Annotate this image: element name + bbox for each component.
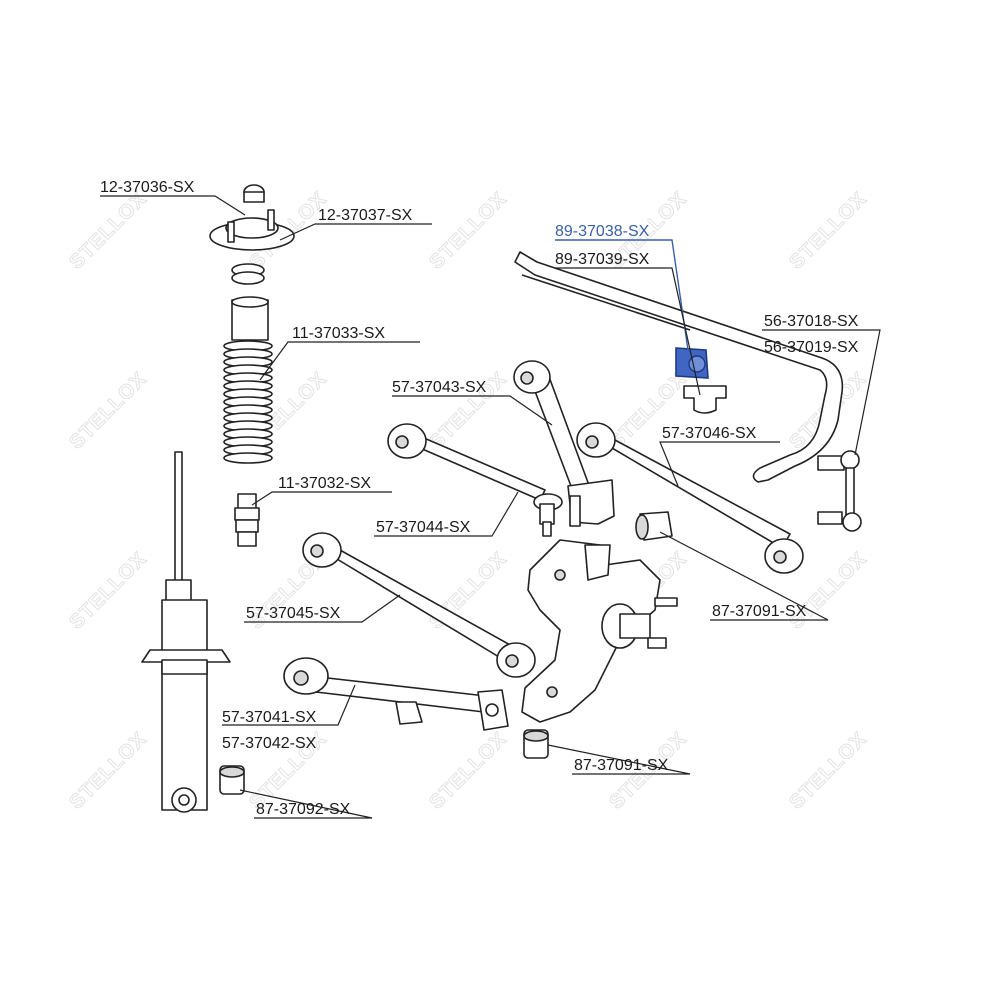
arm-57-37044 bbox=[387, 423, 563, 537]
label-57-37046: 57-37046-SX bbox=[662, 425, 757, 442]
label-57-37041: 57-37041-SX bbox=[222, 709, 317, 726]
stabilizer-bushing-highlighted bbox=[675, 347, 709, 379]
label-57-37045: 57-37045-SX bbox=[246, 605, 341, 622]
stabilizer-bracket bbox=[683, 385, 727, 414]
label-56-37018: 56-37018-SX bbox=[764, 313, 859, 330]
watermark-text: STELLOX bbox=[65, 188, 151, 274]
label-11-37033: 11-37033-SX bbox=[292, 325, 385, 342]
bushing-87-37091-upper bbox=[635, 511, 673, 541]
dust-boot bbox=[231, 296, 269, 341]
label-57-37042: 57-37042-SX bbox=[222, 735, 317, 752]
label-87-37092: 87-37092-SX bbox=[256, 801, 351, 818]
watermark-text: STELLOX bbox=[425, 728, 511, 814]
label-57-37044: 57-37044-SX bbox=[376, 519, 471, 536]
bellows-ring bbox=[223, 452, 273, 464]
bushing-87-37092 bbox=[219, 765, 245, 795]
arm-57-37046 bbox=[576, 422, 804, 574]
label-11-37032: 11-37032-SX bbox=[278, 475, 371, 492]
leader-lines bbox=[100, 195, 881, 819]
bellows bbox=[223, 340, 273, 464]
label-89-37038: 89-37038-SX bbox=[555, 223, 650, 240]
bushing-87-37091-lower bbox=[523, 729, 549, 759]
shock-absorber bbox=[141, 451, 231, 813]
knuckle-hub bbox=[521, 539, 678, 723]
watermark-text: STELLOX bbox=[65, 368, 151, 454]
label-56-37019: 56-37019-SX bbox=[764, 339, 859, 356]
bump-stop bbox=[234, 493, 260, 547]
watermark-text: STELLOX bbox=[65, 728, 151, 814]
label-12-37037: 12-37037-SX bbox=[318, 207, 413, 224]
strut-top-mount bbox=[209, 184, 295, 285]
label-12-37036: 12-37036-SX bbox=[100, 179, 195, 196]
arm-57-37043 bbox=[513, 360, 615, 527]
arm-57-37041 bbox=[283, 657, 509, 731]
label-87-37091-upper: 87-37091-SX bbox=[712, 603, 807, 620]
label-89-37039: 89-37039-SX bbox=[555, 251, 650, 268]
watermark-text: STELLOX bbox=[785, 728, 871, 814]
stabilizer-bar bbox=[514, 251, 844, 483]
watermark-text: STELLOX bbox=[65, 548, 151, 634]
arm-57-37045 bbox=[302, 532, 536, 678]
watermark-text: STELLOX bbox=[785, 188, 871, 274]
part-labels: 12-37036-SX 12-37037-SX 11-37033-SX 11-3… bbox=[100, 179, 859, 818]
watermark-text: STELLOX bbox=[425, 188, 511, 274]
stabilizer-link bbox=[817, 450, 862, 532]
label-57-37043: 57-37043-SX bbox=[392, 379, 487, 396]
label-87-37091-lower: 87-37091-SX bbox=[574, 757, 669, 774]
